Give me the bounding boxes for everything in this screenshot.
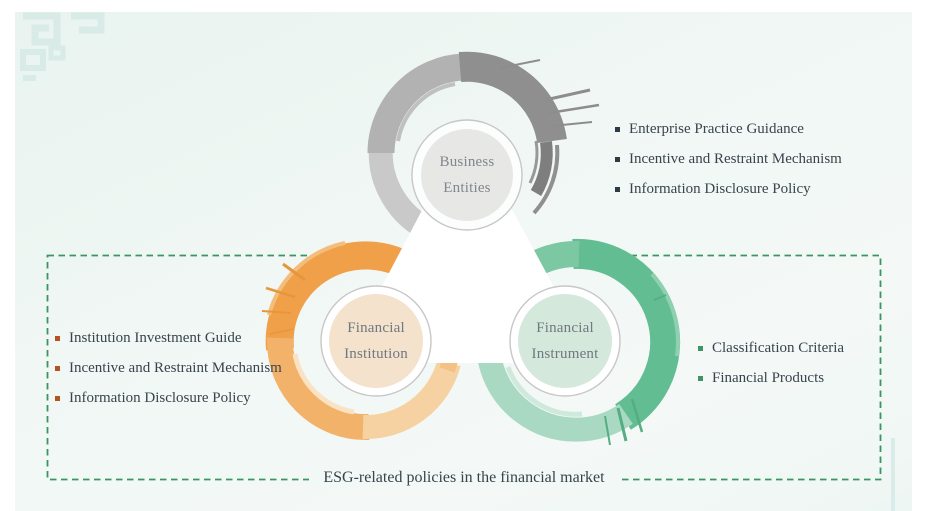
- list-item: Incentive and Restraint Mechanism: [55, 353, 282, 383]
- policy-text: Institution Investment Guide: [69, 329, 242, 346]
- square-bullet-icon: [55, 365, 60, 371]
- financial-instrument-line1: Financial: [536, 320, 594, 336]
- list-item: Information Disclosure Policy: [55, 383, 282, 413]
- list-item: Classification Criteria: [698, 333, 844, 363]
- financial-instrument-circle: [509, 285, 621, 397]
- list-item: Information Disclosure Policy: [615, 174, 842, 204]
- policy-text: Incentive and Restraint Mechanism: [69, 359, 282, 376]
- financial-instrument-label: Financial Instrument: [510, 313, 620, 369]
- diagram-caption-text: ESG-related policies in the financial ma…: [309, 469, 619, 486]
- policy-text: Classification Criteria: [712, 339, 845, 356]
- corner-fret-pattern: [20, 12, 105, 81]
- financial-instrument-line2: Instrument: [531, 346, 599, 362]
- financial-institution-circle: [320, 285, 432, 397]
- square-bullet-icon: [615, 126, 620, 132]
- financial-institution-line1: Financial: [347, 320, 405, 336]
- green-brush-splatter: [604, 294, 667, 446]
- business-entities-line1: Business: [439, 154, 495, 170]
- financial-instrument-policy-list: Classification Criteria Financial Produc…: [698, 333, 844, 393]
- business-entities-label: Business Entities: [412, 147, 522, 203]
- list-item: Incentive and Restraint Mechanism: [615, 144, 842, 174]
- policy-text: Financial Products: [712, 369, 825, 386]
- financial-institution-policy-list: Institution Investment Guide Incentive a…: [55, 323, 282, 413]
- square-bullet-icon: [698, 375, 703, 381]
- business-entities-policy-list: Enterprise Practice Guidance Incentive a…: [615, 114, 842, 204]
- list-item: Enterprise Practice Guidance: [615, 114, 842, 144]
- financial-institution-line2: Institution: [344, 346, 408, 362]
- policy-text: Information Disclosure Policy: [69, 389, 251, 406]
- policy-text: Incentive and Restraint Mechanism: [629, 150, 842, 167]
- square-bullet-icon: [615, 156, 620, 162]
- policy-text: Enterprise Practice Guidance: [629, 120, 804, 137]
- financial-institution-label: Financial Institution: [321, 313, 431, 369]
- square-bullet-icon: [615, 186, 620, 192]
- gray-brush-ring: [367, 51, 600, 242]
- list-item: Institution Investment Guide: [55, 323, 282, 353]
- policy-text: Information Disclosure Policy: [629, 180, 811, 197]
- list-item: Financial Products: [698, 363, 844, 393]
- diagram-caption: ESG-related policies in the financial ma…: [47, 469, 881, 487]
- connector-triangle: [356, 150, 580, 363]
- square-bullet-icon: [55, 395, 60, 401]
- gray-brush-splatter: [499, 59, 600, 127]
- square-bullet-icon: [698, 345, 703, 351]
- square-bullet-icon: [55, 335, 60, 341]
- business-entities-line2: Entities: [443, 180, 491, 196]
- right-accent-strip: [891, 438, 895, 511]
- dashed-boundary-box: [46, 254, 882, 481]
- business-entities-circle: [411, 119, 523, 231]
- orange-brush-splatter: [261, 262, 306, 335]
